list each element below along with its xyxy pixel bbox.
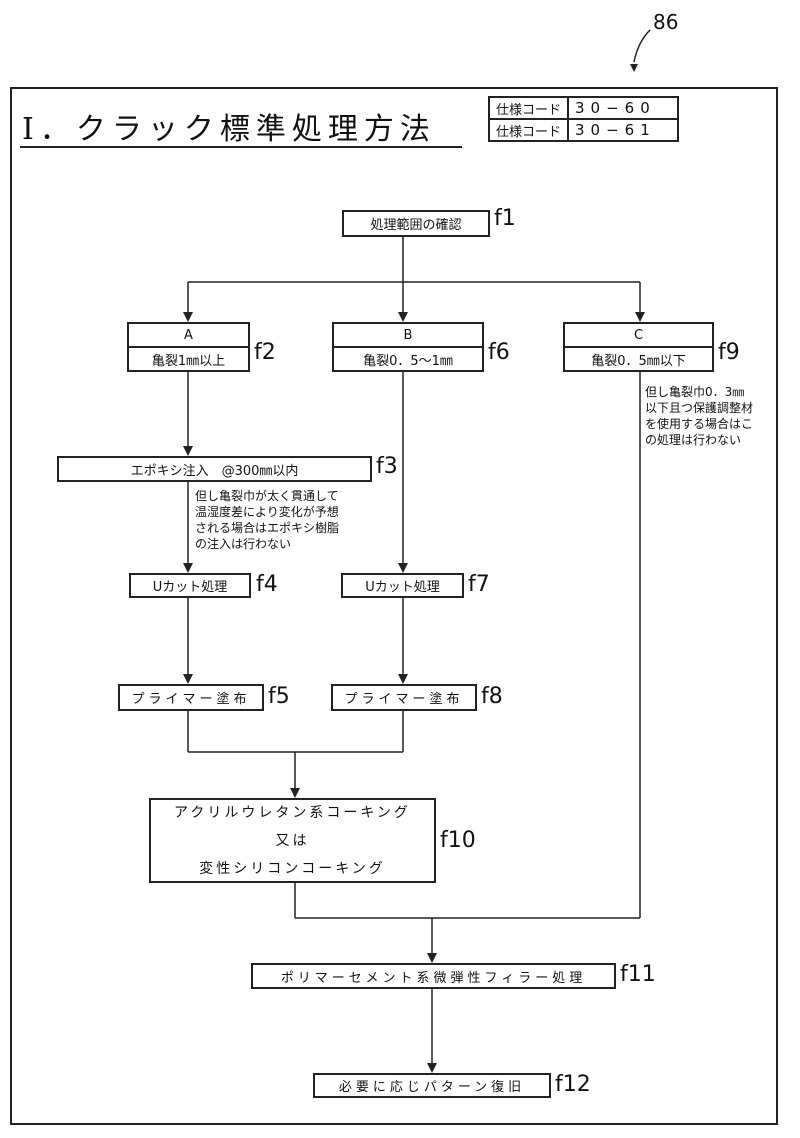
spec-row: 仕様コード 30−61: [487, 118, 680, 142]
step-f1-box: 処理範囲の確認: [342, 210, 490, 237]
step-f6-head: B: [403, 327, 413, 343]
note-f3-line: 但し亀裂巾が太く貫通して: [195, 489, 339, 503]
step-f7-label: f7: [468, 572, 490, 597]
spec-row: 仕様コード 30−60: [487, 96, 680, 120]
note-c: 但し亀裂巾0．3㎜ 以下且つ保護調整材 を使用する場合はこ の処理は行わない: [645, 384, 753, 448]
step-f7-text: Uカット処理: [365, 580, 440, 595]
step-f12-box: 必要に応じパターン復旧: [313, 1073, 551, 1098]
step-f11-box: ポリマーセメント系微弾性フィラー処理: [251, 963, 616, 989]
step-f3-box: エポキシ注入 @300㎜以内: [57, 456, 372, 482]
step-f10-line3: 変性シリコンコーキング: [199, 860, 386, 877]
step-f10-label: f10: [440, 828, 476, 853]
step-f1-text: 処理範囲の確認: [370, 218, 462, 233]
spec-key: 仕様コード: [487, 118, 570, 142]
figure-leader-line: [633, 29, 651, 63]
arrow-f7: [398, 563, 408, 573]
arrow-f11: [427, 953, 437, 963]
arrow-a: [183, 312, 193, 322]
note-c-line: を使用する場合はこ: [645, 417, 754, 431]
arrow-f10: [290, 788, 300, 798]
step-f9-head: C: [633, 327, 644, 343]
arrow-b: [398, 312, 408, 322]
step-f4-label: f4: [256, 572, 278, 597]
step-f2-label: f2: [254, 340, 276, 365]
step-f4-text: Uカット処理: [152, 580, 228, 595]
note-f3-line: の注入は行わない: [195, 537, 292, 551]
step-f5-text: プライマー塗布: [131, 692, 251, 707]
step-f5-box: プライマー塗布: [118, 684, 264, 711]
step-f9-label: f9: [718, 340, 740, 365]
step-f12-label: f12: [555, 1072, 591, 1097]
step-f7-box: Uカット処理: [341, 573, 464, 598]
step-f12-text: 必要に応じパターン復旧: [338, 1080, 526, 1095]
arrow-f12: [427, 1063, 437, 1073]
spec-code-table: 仕様コード 30−60 仕様コード 30−61: [487, 96, 680, 142]
step-f2-text: 亀裂1㎜以上: [129, 346, 248, 370]
step-f3-label: f3: [376, 454, 398, 479]
arrow-f5: [183, 674, 193, 684]
step-f2-box: A 亀裂1㎜以上: [127, 322, 250, 372]
note-f3-line: される場合はエポキシ樹脂: [195, 521, 340, 535]
step-f10-line1: アクリルウレタン系コーキング: [174, 804, 411, 821]
spec-value: 30−60: [567, 96, 680, 120]
step-f9-box: C 亀裂0．5㎜以下: [563, 322, 714, 372]
note-c-line: 但し亀裂巾0．3㎜: [645, 385, 745, 399]
title-underline: [20, 146, 462, 148]
arrow-f4: [183, 563, 193, 573]
step-f1-label: f1: [494, 206, 516, 231]
page-frame: [10, 87, 778, 1125]
step-f9-text: 亀裂0．5㎜以下: [565, 346, 712, 370]
arrow-f3: [183, 446, 193, 456]
step-f8-box: プライマー塗布: [331, 684, 477, 711]
step-f6-box: B 亀裂0．5〜1㎜: [332, 322, 484, 372]
step-f5-label: f5: [268, 684, 290, 709]
figure-leader-arrow: [630, 64, 638, 72]
step-f2-head: A: [184, 327, 193, 343]
note-f3: 但し亀裂巾が太く貫通して 温湿度差により変化が予想 される場合はエポキシ樹脂 の…: [195, 488, 339, 552]
step-f6-label: f6: [488, 340, 510, 365]
page-title: I．クラック標準処理方法: [22, 112, 436, 147]
step-f10-line2: 又は: [275, 832, 310, 849]
arrow-c: [635, 312, 645, 322]
spec-key: 仕様コード: [487, 96, 570, 120]
step-f3-text: エポキシ注入 @300㎜以内: [130, 463, 299, 479]
step-f11-label: f11: [620, 962, 656, 987]
arrow-f8: [398, 674, 408, 684]
note-c-line: 以下且つ保護調整材: [645, 401, 754, 415]
note-f3-line: 温湿度差により変化が予想: [195, 505, 339, 519]
figure-number: 86: [653, 10, 679, 34]
step-f8-text: プライマー塗布: [344, 692, 464, 707]
step-f10-box: アクリルウレタン系コーキング 又は 変性シリコンコーキング: [149, 798, 436, 883]
step-f8-label: f8: [481, 684, 503, 709]
step-f11-text: ポリマーセメント系微弾性フィラー処理: [280, 970, 587, 986]
step-f6-text: 亀裂0．5〜1㎜: [334, 346, 482, 370]
note-c-line: の処理は行わない: [645, 433, 742, 447]
spec-value: 30−61: [567, 118, 680, 142]
step-f4-box: Uカット処理: [129, 573, 251, 598]
